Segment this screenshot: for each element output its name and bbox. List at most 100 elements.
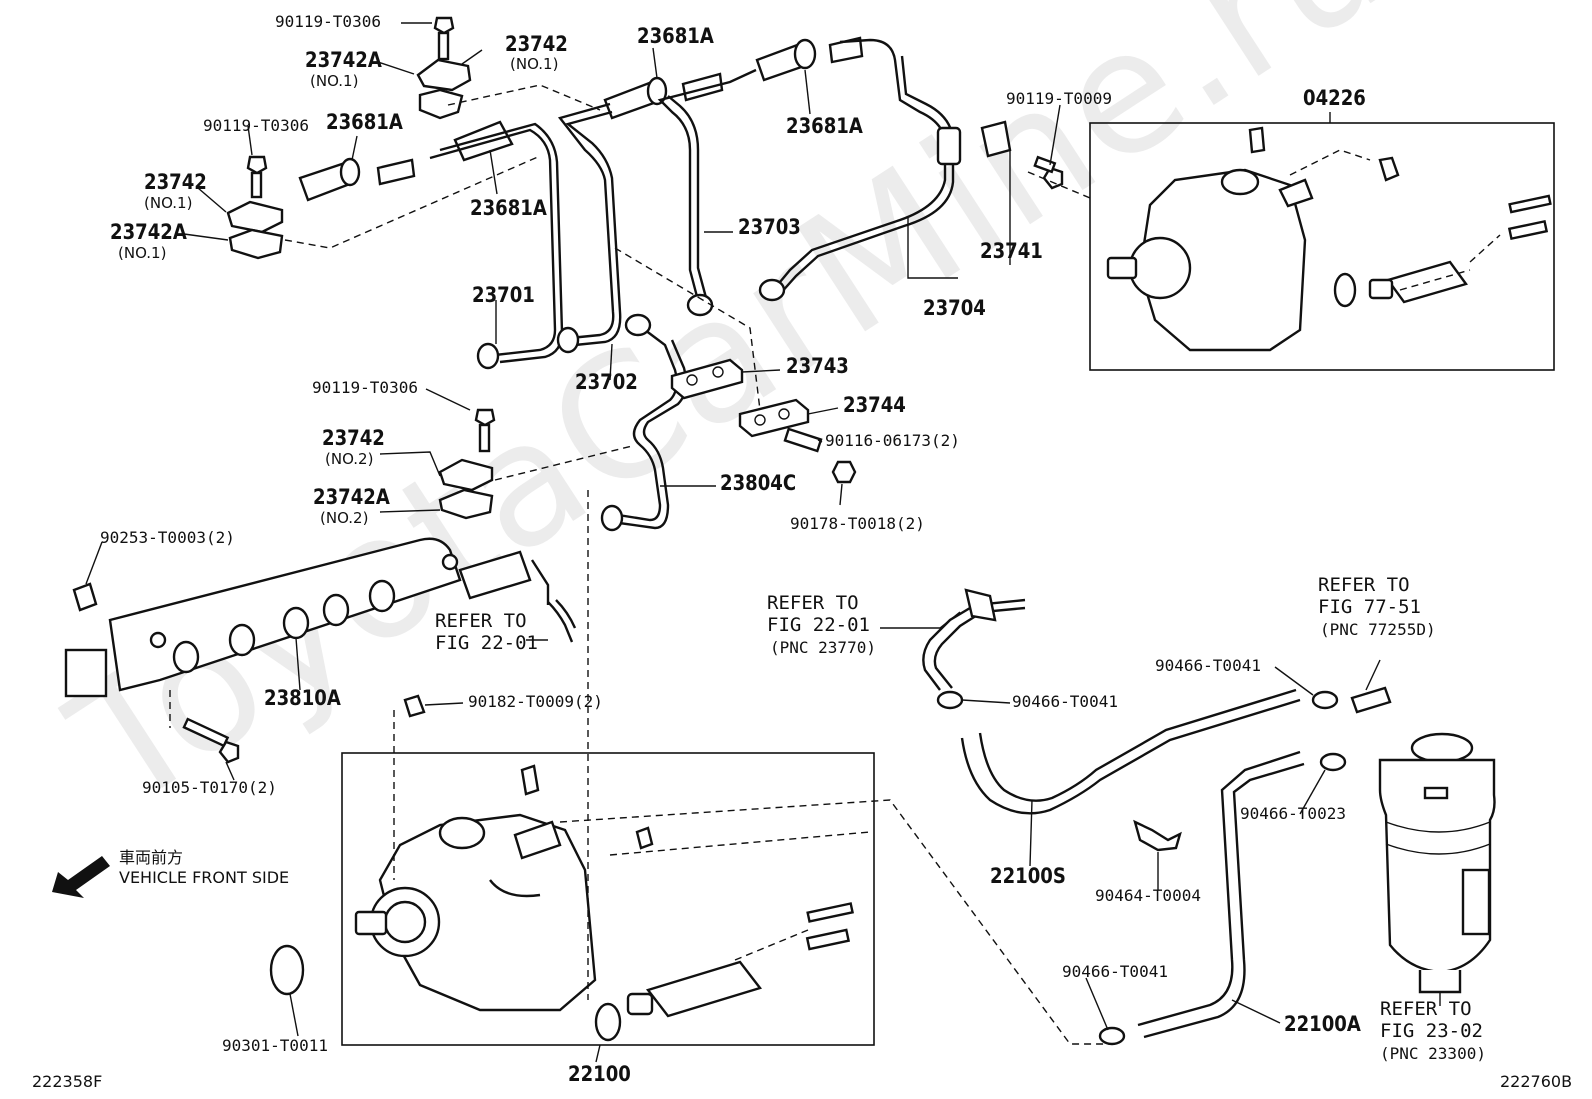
supply-pump-22100 [354, 813, 597, 1012]
clamp-23743 [670, 358, 744, 400]
label-23743: 23743 [786, 354, 849, 378]
label-23704: 23704 [923, 296, 986, 320]
label-23742A-no1-left: 23742A [110, 220, 187, 244]
pump-detail-04226 [1106, 126, 1552, 352]
pipe-23704 [758, 38, 962, 302]
label-23742-no2-sub: (NO.2) [325, 450, 374, 468]
hose-22-01-b [922, 588, 1026, 691]
label-23742A-no1-left-sub: (NO.1) [118, 244, 167, 262]
hose-22100A [1137, 750, 1305, 1039]
label-23742A-no1-top-sub: (NO.1) [310, 72, 359, 90]
clamp-23742-no1-left [226, 200, 284, 260]
suction-valve [626, 960, 763, 1018]
direction-label-jp: 車両前方 [119, 848, 184, 867]
nut-90178-t0018 [831, 460, 857, 484]
clip-90466-t0023 [1319, 752, 1347, 772]
label-23810A: 23810A [264, 686, 341, 710]
clamp-23742-no2 [438, 458, 494, 520]
label-90119-t0306-left: 90119-T0306 [203, 116, 309, 135]
collar-90253-t0003 [72, 582, 98, 612]
sleeve-23681A-right [755, 36, 864, 82]
direction-label-en: VEHICLE FRONT SIDE [119, 868, 290, 887]
label-90119-t0009: 90119-T0009 [1006, 89, 1112, 108]
label-refer-77-51-2: FIG 77-51 [1318, 596, 1421, 618]
pump-detail-box-04226 [1089, 122, 1555, 371]
bolt-90119-t0306-left [246, 155, 268, 199]
label-90466-t0023: 90466-T0023 [1240, 804, 1346, 823]
clip-90466-t0041-a [936, 690, 964, 710]
label-23744: 23744 [843, 393, 906, 417]
label-90253-t0003: 90253-T0003(2) [100, 528, 235, 547]
label-refer-22-01-a-1: REFER TO [435, 610, 527, 632]
collar-90182-t0009 [403, 694, 426, 718]
pipe-23701 [429, 122, 564, 370]
bracket-23741 [980, 120, 1012, 158]
label-refer-22-01-b-1: REFER TO [767, 592, 859, 614]
label-refer-23-02-3: (PNC 23300) [1380, 1044, 1486, 1063]
stud-pump [805, 902, 854, 951]
label-23681A-right: 23681A [786, 114, 863, 138]
pipe-23804C [600, 313, 688, 532]
label-23742A-no2-sub: (NO.2) [320, 509, 369, 527]
label-90466-t0041-a: 90466-T0041 [1012, 692, 1118, 711]
label-23742-no1-left: 23742 [144, 170, 207, 194]
doc-code-right: 222760B [1500, 1072, 1573, 1091]
clip-90466-t0041-c [1098, 1026, 1126, 1046]
label-refer-77-51-3: (PNC 77255D) [1320, 620, 1436, 639]
bolt-90119-t0009 [1033, 155, 1064, 190]
pipe-23703 [657, 68, 757, 317]
common-rail-23810A [64, 537, 550, 698]
label-90466-t0041-c: 90466-T0041 [1062, 962, 1168, 981]
label-refer-23-02-1: REFER TO [1380, 998, 1472, 1020]
clamp-23742-no1-top [416, 58, 472, 120]
clamp-90464-t0004 [1133, 819, 1182, 852]
sleeve-23681A-mid [453, 120, 514, 162]
label-refer-22-01-b-3: (PNC 23770) [770, 638, 876, 657]
arrow-vehicle-front [52, 856, 110, 898]
label-90116-06173: 90116-06173(2) [825, 431, 960, 450]
label-22100A: 22100A [1284, 1012, 1361, 1036]
label-23742-no1-top-sub: (NO.1) [510, 55, 559, 73]
bolt-90119-t0306-mid [474, 408, 496, 453]
pump-fitting-b [635, 826, 654, 850]
label-23742-no1-top: 23742 [505, 32, 568, 56]
label-90119-t0306-top: 90119-T0306 [275, 12, 381, 31]
label-23681A-mid: 23681A [470, 196, 547, 220]
o-ring-pump [594, 1002, 622, 1042]
o-ring-90301-t0011 [269, 944, 305, 996]
clip-90466-t0041-b [1311, 690, 1339, 710]
label-90466-t0041-b: 90466-T0041 [1155, 656, 1261, 675]
label-23742A-no1-top: 23742A [305, 48, 382, 72]
label-23742-no1-left-sub: (NO.1) [144, 194, 193, 212]
label-23742-no2: 23742 [322, 426, 385, 450]
label-23681A-top: 23681A [637, 24, 714, 48]
bolt-90119-t0306-top [433, 16, 455, 61]
doc-code-left: 222358F [32, 1072, 103, 1091]
stud-90116-06173 [783, 427, 823, 453]
label-90119-t0306-mid: 90119-T0306 [312, 378, 418, 397]
label-23703: 23703 [738, 215, 801, 239]
hose-22100S [960, 688, 1301, 815]
clamp-23744 [738, 398, 810, 438]
label-refer-22-01-a-2: FIG 22-01 [435, 632, 538, 654]
label-refer-22-01-b-2: FIG 22-01 [767, 614, 870, 636]
label-23741: 23741 [980, 239, 1043, 263]
label-90301-t0011: 90301-T0011 [222, 1036, 328, 1055]
pump-fitting-a [520, 764, 540, 796]
label-23701: 23701 [472, 283, 535, 307]
label-90182-t0009: 90182-T0009(2) [468, 692, 603, 711]
fuel-filter [1378, 732, 1496, 994]
label-90178-t0018: 90178-T0018(2) [790, 514, 925, 533]
label-refer-23-02-2: FIG 23-02 [1380, 1020, 1483, 1042]
label-23742A-no2: 23742A [313, 485, 390, 509]
pipe-23702 [556, 102, 622, 354]
pump-box-22100 [341, 752, 875, 1046]
label-23804C: 23804C [720, 471, 797, 495]
label-90105-t0170: 90105-T0170(2) [142, 778, 277, 797]
label-23681A-left: 23681A [326, 110, 403, 134]
bolt-90105-t0170 [182, 717, 240, 764]
label-23702: 23702 [575, 370, 638, 394]
sleeve-23681A-top [603, 72, 724, 120]
label-22100S: 22100S [990, 864, 1066, 888]
